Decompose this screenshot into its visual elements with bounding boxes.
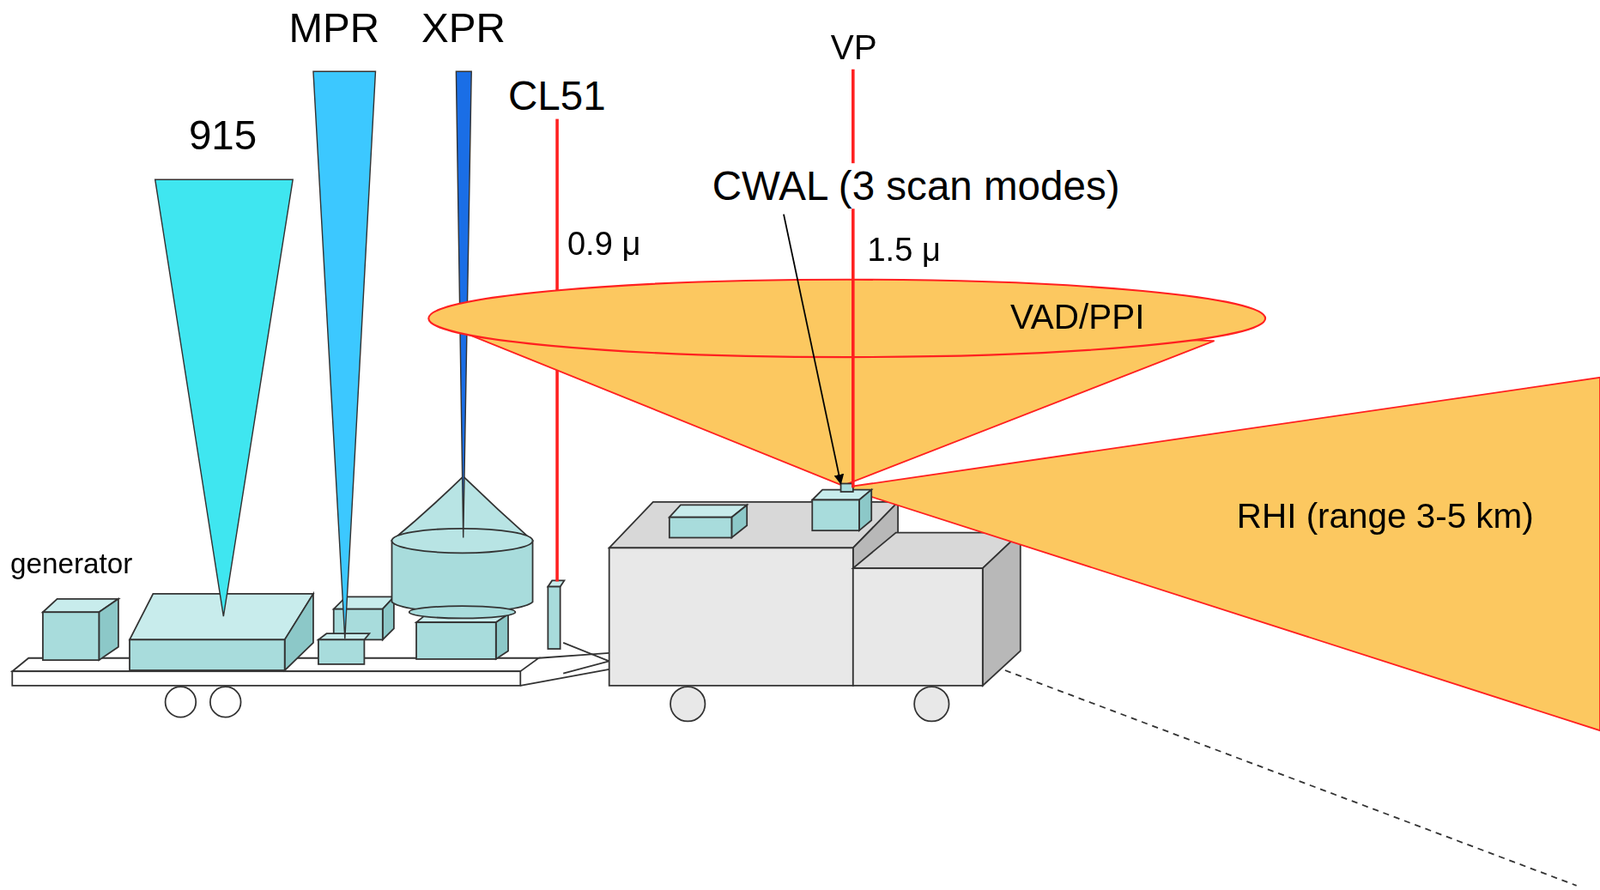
instrument-label: XPR <box>421 5 506 50</box>
roof-box <box>669 504 747 538</box>
profiler-915-box-part <box>284 593 314 671</box>
roof-box-part <box>731 504 747 538</box>
xpr-radar-part <box>409 606 516 619</box>
mpr-box-part <box>382 596 394 640</box>
mpr-box <box>318 596 394 664</box>
instrument-label: 915 <box>188 112 257 158</box>
truck <box>609 502 1021 722</box>
ceilometer-box <box>547 580 564 649</box>
cwal-box-part <box>812 500 860 532</box>
instrument-label: VP <box>830 28 878 67</box>
trailer-part <box>165 686 197 718</box>
part-label: generator <box>10 549 134 582</box>
trailer-part <box>210 686 242 718</box>
xpr-radar-part <box>496 614 509 660</box>
scan-mode-label: RHI (range 3-5 km) <box>1236 496 1534 535</box>
cwal-box-part <box>859 490 872 532</box>
beam-mpr <box>313 71 376 639</box>
profiler-915-box-part <box>129 639 285 671</box>
cwal-box-part <box>841 483 854 492</box>
beam-915 <box>155 179 293 617</box>
leader-arrow <box>783 214 842 485</box>
beam-vp <box>851 69 855 488</box>
generator-box <box>42 599 119 661</box>
wavelength-label: 0.9 μ <box>567 226 641 263</box>
xpr-radar-part <box>391 528 533 554</box>
instrument-label: MPR <box>288 5 380 50</box>
truck-part <box>982 533 1021 686</box>
mpr-box-part <box>318 639 364 665</box>
xpr-radar-part <box>416 622 497 660</box>
scan-mode-label: VAD/PPI <box>1010 297 1145 336</box>
instrument-label: CL51 <box>506 73 608 119</box>
generator-box-part <box>42 612 99 661</box>
cwal-box <box>812 483 872 531</box>
ceilometer-box-part <box>547 587 560 650</box>
truck-part <box>853 568 983 686</box>
wavelength-label: 1.5 μ <box>866 232 940 269</box>
trailer-part <box>563 642 609 674</box>
instrument-label: CWAL (3 scan modes) <box>709 163 1122 208</box>
dashed-line <box>1005 670 1577 886</box>
truck-part <box>914 686 949 722</box>
generator-box-part <box>98 599 119 661</box>
mpr-box-part <box>318 633 370 640</box>
trailer-part <box>12 671 521 686</box>
trailer-part <box>520 669 609 686</box>
truck-part <box>670 686 705 722</box>
vad-ellipse <box>428 279 1266 358</box>
rhi-wedge <box>842 377 1600 731</box>
roof-box-part <box>669 517 733 539</box>
truck-part <box>609 547 854 685</box>
